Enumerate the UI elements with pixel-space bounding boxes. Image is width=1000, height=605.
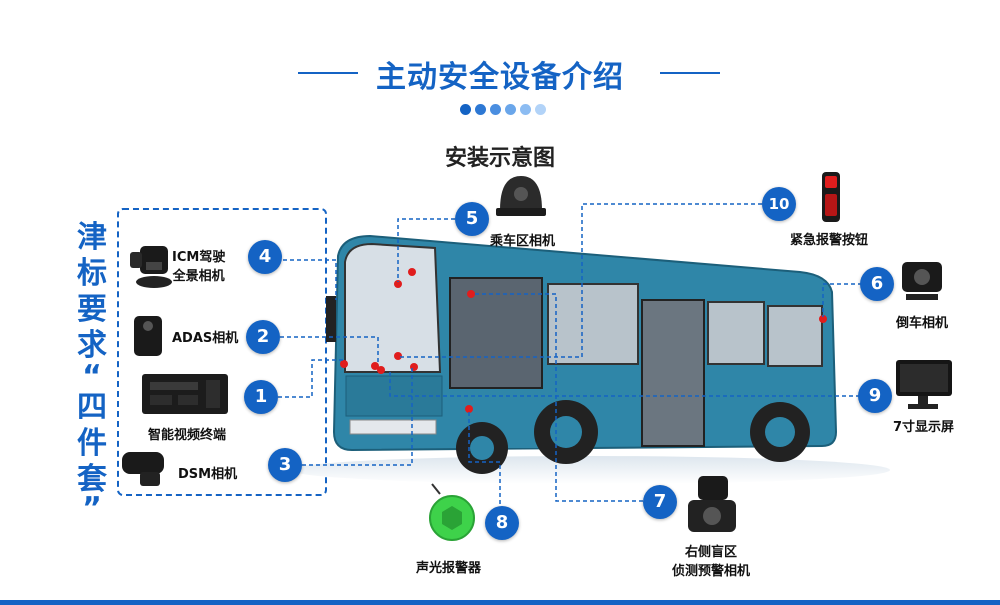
window [707,301,765,365]
rear-wheel-hub [550,416,582,448]
leader-6 [822,283,862,317]
marker [377,366,385,374]
display-screen-icon [896,360,952,409]
display-screen-label: 7寸显示屏 [893,420,955,435]
adas-camera-label: ADAS相机 [172,331,239,346]
reverse-camera-icon [902,262,942,300]
marker [465,405,473,413]
leader-10 [400,203,762,358]
marker [819,315,827,323]
dsm-camera-label: DSM相机 [178,467,238,482]
front-door [449,277,543,389]
callout-badge-2: 2 [246,320,280,354]
bus-bumper [349,419,437,435]
bus-windshield [344,242,442,373]
side-title-char: ” [82,491,102,526]
marker [371,362,379,370]
bus-illustration [326,234,838,474]
label-line: 右侧盲区 [684,545,737,560]
marker [467,290,475,298]
leader-7 [473,293,643,502]
callout-badge-7: 7 [643,485,677,519]
bottom-bar [0,600,1000,605]
side-title-char: 套 [77,462,107,497]
four-piece-set-box [117,208,327,496]
reverse-camera-label: 倒车相机 [896,316,949,331]
dot [520,104,531,115]
side-title-char: 求 [77,328,107,363]
leader-2 [280,336,379,365]
leader-3 [302,368,413,466]
passenger-camera-icon [496,176,546,216]
callout-badge-9: 9 [858,379,892,413]
side-mirror [326,296,336,342]
icm-camera-label: ICM驾驶 全景相机 [172,246,225,284]
marker [394,280,402,288]
video-terminal-icon [142,374,228,414]
callout-badge-5: 5 [455,202,489,236]
blind-spot-camera-icon [688,476,736,532]
alarm-label: 声光报警器 [416,561,482,576]
leader-5 [397,218,455,282]
leader-lines [278,203,862,516]
alarm-icon [429,483,475,541]
side-title-char: 四 [77,390,107,425]
adas-camera-icon [134,316,162,356]
emergency-button-icon [822,172,840,222]
callout-badge-6: 6 [860,267,894,301]
marker [340,360,348,368]
dot [505,104,516,115]
dot [460,104,471,115]
dot [475,104,486,115]
bus-shadow [290,456,890,484]
callout-badge-10: 10 [762,187,796,221]
header: 主动安全设备介绍 [0,52,1000,96]
side-title-char: 件 [77,426,107,461]
callout-badge-8: 8 [485,506,519,540]
passenger-camera-label: 乘车区相机 [490,234,556,249]
leader-4 [283,259,337,300]
side-title-char: 要 [77,292,107,327]
title-left-rule [298,72,358,74]
side-title-char: 津 [77,220,107,255]
window [547,283,639,365]
side-title-char: “ [82,359,102,394]
side-title-char: 标 [77,256,107,291]
dot [535,104,546,115]
blind-spot-camera-label: 右侧盲区 侦测预警相机 [664,541,758,579]
front-wheel-hub [470,436,494,460]
video-terminal-label: 智能视频终端 [148,428,227,443]
side-title: 津 标 要 求 “ 四 件 套 ” [72,220,112,526]
rear-wheel-hub [765,417,795,447]
emergency-button-label: 紧急报警按钮 [790,233,869,248]
label-line: 全景相机 [172,269,225,284]
callout-badge-4: 4 [248,240,282,274]
middle-door [641,299,705,447]
leader-9 [389,372,860,397]
page-title: 主动安全设备介绍 [376,60,624,95]
callout-badge-1: 1 [244,380,278,414]
diagram-subtitle: 安装示意图 [444,146,555,171]
window [767,305,823,367]
marker [410,363,418,371]
label-line: ICM驾驶 [172,250,226,265]
icm-camera-icon [130,246,172,288]
marker [408,268,416,276]
dot [490,104,501,115]
callout-badge-3: 3 [268,448,302,482]
label-line: 侦测预警相机 [671,564,750,579]
dsm-camera-icon [122,452,164,486]
leader-1 [278,359,344,398]
marker [394,352,402,360]
title-right-rule [660,72,720,74]
